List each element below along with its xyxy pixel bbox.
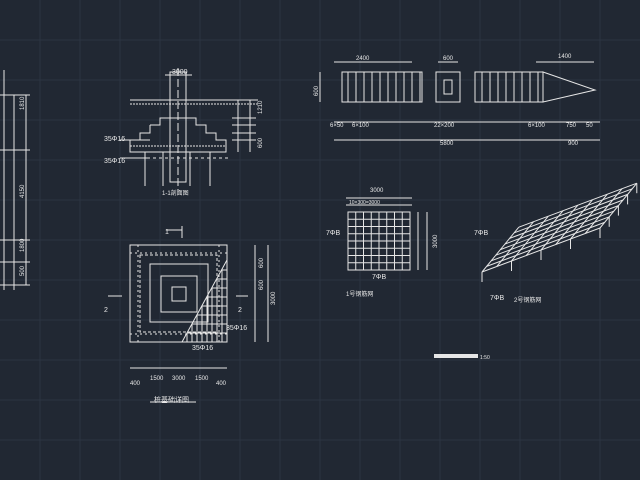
scale-note: 1:50 <box>480 355 490 361</box>
beam-height: 600 <box>314 85 320 96</box>
section-1-1 <box>120 68 258 190</box>
scale-bar <box>434 354 478 358</box>
beam-stirrups <box>347 72 539 102</box>
plan-bottom-dim-3: 3000 <box>172 376 186 382</box>
beam-total: 5800 <box>440 141 454 147</box>
mesh1-width: 3000 <box>370 188 384 194</box>
beam-mid-dim-3: 22×200 <box>434 123 455 129</box>
mesh-1-grid <box>348 212 410 270</box>
plan-rebar-label: 35Φ16 <box>226 325 247 332</box>
plan-bottom-dim-1: 400 <box>130 381 141 387</box>
left-column-elevation <box>0 70 30 290</box>
plan-side-dim-1: 600 <box>259 257 265 268</box>
beam-top-dim-2: 600 <box>443 56 454 62</box>
plan-rebar-hatch <box>186 269 227 342</box>
foundation-plan <box>108 226 269 403</box>
mesh1-label-bottom: 7ΦB <box>372 274 386 281</box>
beam-right: 900 <box>568 141 579 147</box>
beam-mid-dim-4: 6×100 <box>528 123 546 129</box>
rebar-label-a: 35Φ16 <box>104 136 125 143</box>
beam-mid-dim-5: 750 <box>566 123 577 129</box>
left-dim-4: 500 <box>20 265 26 276</box>
marker-1-top: 1 <box>165 229 169 236</box>
mesh2-label-top: 7ΦB <box>474 230 488 237</box>
section-dim-2: 600 <box>258 137 264 148</box>
marker-2-left: 2 <box>104 307 108 314</box>
rebar-label-b: 35Φ16 <box>104 158 125 165</box>
mesh1-label-left: 7ΦB <box>326 230 340 237</box>
mesh1-height: 3000 <box>433 234 439 248</box>
top-width-label: 3000 <box>172 69 188 76</box>
plan-bottom-dim-5: 400 <box>216 381 227 387</box>
mesh2-label-bottom: 7ΦB <box>490 295 504 302</box>
beam-mid-dim-2: 6×100 <box>352 123 370 129</box>
mesh1-spacing: 10×300=3000 <box>349 200 380 206</box>
mesh-2-isometric <box>481 182 638 282</box>
mesh1-title: 1号钢筋网 <box>346 290 373 298</box>
beam-mid-dim-1: 6×50 <box>330 123 344 129</box>
plan-side-dim-2: 600 <box>259 279 265 290</box>
plan-rebar-label-2: 35Φ16 <box>192 345 213 352</box>
plan-bottom-dim-4: 1500 <box>195 376 209 382</box>
section-dim-1: 1210 <box>258 100 264 114</box>
plan-bottom-dim-2: 1500 <box>150 376 164 382</box>
section-title: 1-1剖面图 <box>162 189 189 197</box>
beam-top-dim-1: 2400 <box>356 56 370 62</box>
beam-mid-dim-6: 50 <box>586 123 593 129</box>
left-dim-1: 1810 <box>20 96 26 110</box>
beam-top-dim-3: 1400 <box>558 54 572 60</box>
left-dim-3: 1800 <box>20 238 26 252</box>
marker-2-right: 2 <box>238 307 242 314</box>
left-dim-2: 4150 <box>20 184 26 198</box>
beam-elevation <box>319 61 600 141</box>
plan-title: 桩基础详图 <box>154 395 189 404</box>
mesh2-title: 2号钢筋网 <box>514 296 541 304</box>
plan-dim: 3000 <box>271 291 277 305</box>
